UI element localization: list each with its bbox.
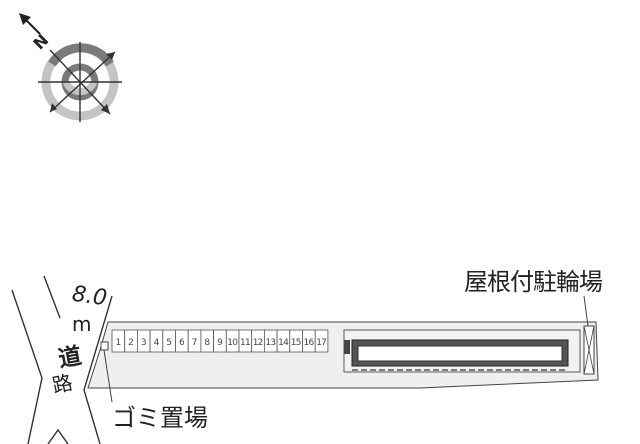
parking-stall-number: 15 bbox=[291, 338, 302, 348]
parking-stall-number: 16 bbox=[304, 338, 315, 348]
parking-stall-number: 3 bbox=[141, 338, 147, 348]
parking-stall-number: 13 bbox=[265, 338, 276, 348]
road-lines bbox=[11, 275, 113, 444]
parking-stall bbox=[314, 329, 329, 353]
parking-stall-number: 8 bbox=[204, 338, 210, 348]
road-width-unit: m bbox=[72, 312, 92, 336]
garbage-area-box bbox=[100, 341, 109, 351]
parking-stall-number: 5 bbox=[166, 338, 172, 348]
road-width-label: 8.0 bbox=[70, 281, 109, 312]
parking-stall-number: 14 bbox=[278, 338, 289, 348]
parking-stall-number: 7 bbox=[192, 338, 198, 348]
building bbox=[343, 329, 581, 373]
parking-stall-number: 9 bbox=[217, 338, 223, 348]
parking-stall-number: 10 bbox=[227, 338, 238, 348]
parking-stall-number: 17 bbox=[316, 338, 327, 348]
compass-icon: N bbox=[19, 13, 122, 122]
parking-stall-number: 4 bbox=[154, 338, 160, 348]
parking-stall-number: 6 bbox=[179, 338, 185, 348]
covered-bicycle-parking bbox=[583, 295, 595, 375]
garbage-area-label: ゴミ置場 bbox=[112, 404, 208, 432]
parking-stall-number: 11 bbox=[240, 338, 251, 348]
parking-stall-number: 2 bbox=[128, 338, 134, 348]
parking-stall-number: 1 bbox=[115, 338, 121, 348]
parking-stall-number: 12 bbox=[253, 338, 264, 348]
covered-bicycle-parking-label: 屋根付駐輪場 bbox=[464, 268, 603, 296]
north-label: N bbox=[29, 30, 52, 53]
